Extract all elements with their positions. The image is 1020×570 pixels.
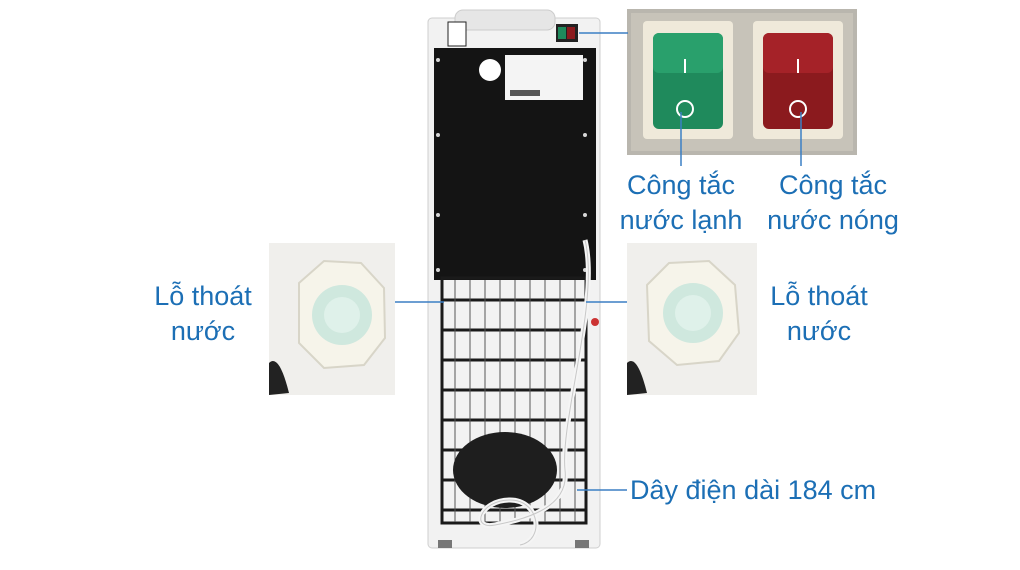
drain-right-label: Lỗ thoát nước xyxy=(754,279,884,349)
drain-plug-icon xyxy=(627,243,757,395)
cold-switch-icon xyxy=(643,21,733,139)
hot-switch-icon xyxy=(753,21,843,139)
drain-right-label-line1: Lỗ thoát xyxy=(770,281,868,311)
drain-left-label: Lỗ thoát nước xyxy=(138,279,268,349)
hot-switch-label-line1: Công tắc xyxy=(778,170,888,200)
drain-closeup-right xyxy=(627,243,757,395)
drain-plug-icon xyxy=(269,243,395,395)
cold-switch-label-line1: Công tắc xyxy=(626,170,736,200)
switch-closeup-panel xyxy=(627,9,857,155)
cold-switch-label-line2: nước lạnh xyxy=(619,205,743,235)
power-cord-label: Dây điện dài 184 cm xyxy=(630,475,877,505)
hot-switch-label: Công tắc nước nóng xyxy=(757,168,909,238)
hot-switch-label-line2: nước nóng xyxy=(767,205,899,235)
drain-right-label-line2: nước xyxy=(786,316,852,346)
cold-switch-label: Công tắc nước lạnh xyxy=(608,168,754,238)
drain-closeup-left xyxy=(269,243,395,395)
drain-left-label-line2: nước xyxy=(170,316,236,346)
drain-left-label-line1: Lỗ thoát xyxy=(154,281,252,311)
